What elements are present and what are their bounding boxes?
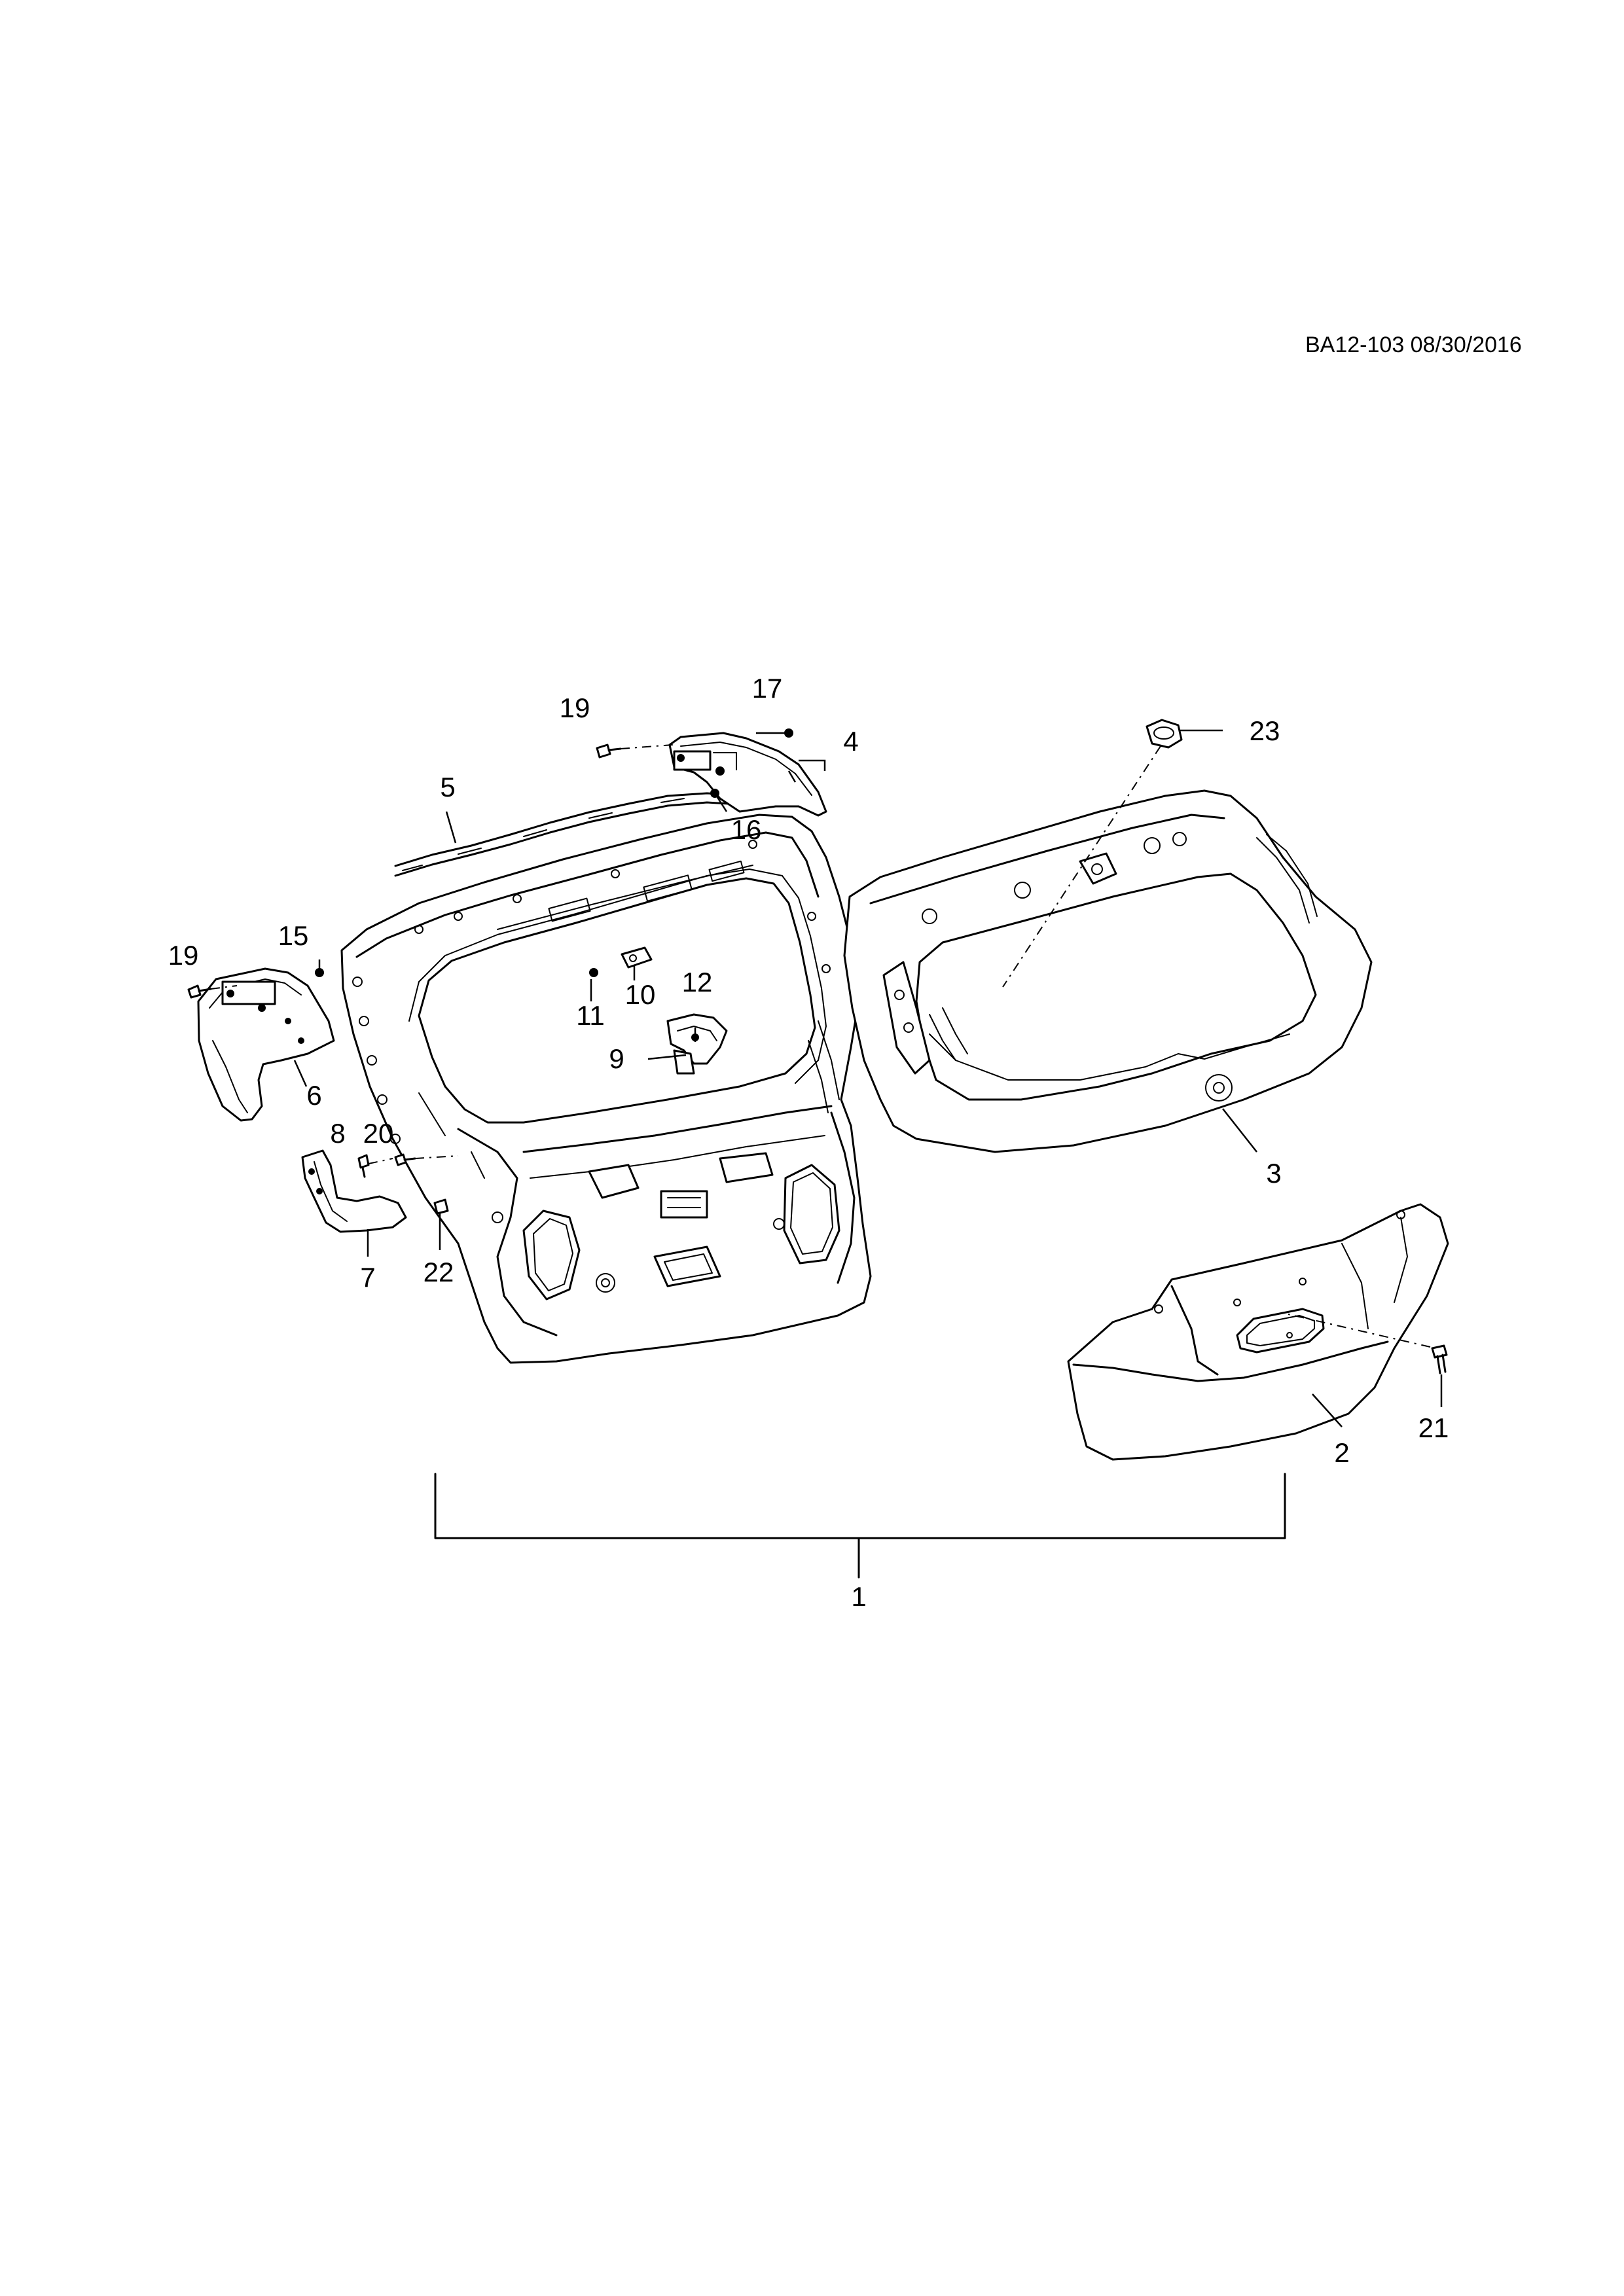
callout-23: 23 <box>1250 715 1280 746</box>
fastener-19-left <box>187 984 212 999</box>
assembly-line-23 <box>1002 745 1161 988</box>
fastener-20 <box>394 1153 416 1166</box>
callout-7: 7 <box>360 1262 375 1293</box>
fastener-23-nut <box>1146 719 1183 749</box>
callout-15: 15 <box>278 920 309 951</box>
callout-6: 6 <box>306 1080 321 1111</box>
part-11-pin <box>589 968 598 977</box>
part-2-lower-trim-panel <box>1067 1203 1449 1461</box>
callout-20: 20 <box>363 1118 394 1149</box>
assembly-line-20 <box>414 1155 459 1159</box>
callout-19-upper: 19 <box>560 692 590 723</box>
callout-19-left: 19 <box>168 940 199 971</box>
assembly-line-21 <box>1288 1314 1431 1348</box>
assembly-line-19-upper <box>620 744 674 749</box>
assembly-line-19-left <box>210 985 238 990</box>
callout-17: 17 <box>752 673 783 704</box>
assembly-bracket-1 <box>434 1473 1286 1579</box>
part-10-bracket <box>621 946 653 969</box>
fastener-8 <box>357 1154 370 1178</box>
part-6-hinge-bracket-left <box>197 967 335 1122</box>
part-7-lower-bracket <box>301 1149 407 1233</box>
part-4-hinge-bracket-right <box>668 732 827 817</box>
callout-10: 10 <box>625 979 656 1010</box>
fastener-22 <box>433 1198 449 1215</box>
callout-11: 11 <box>576 1000 605 1031</box>
callout-22: 22 <box>424 1257 454 1287</box>
document-code: BA12-103 08/30/2016 <box>1305 332 1522 357</box>
fastener-21 <box>1431 1344 1448 1374</box>
callout-3: 3 <box>1266 1158 1281 1189</box>
callout-12: 12 <box>682 967 713 997</box>
callout-5: 5 <box>440 772 455 802</box>
callout-9: 9 <box>609 1043 624 1074</box>
callout-1: 1 <box>851 1581 866 1612</box>
callout-8: 8 <box>330 1118 345 1149</box>
part-1-liftgate-frame <box>340 814 872 1364</box>
leader-lines <box>293 729 1443 1427</box>
callout-2: 2 <box>1334 1437 1349 1468</box>
fastener-19-upper <box>596 744 622 759</box>
assembly-line-8 <box>368 1158 393 1164</box>
callout-4: 4 <box>843 726 858 757</box>
callout-16: 16 <box>731 814 762 845</box>
callout-21: 21 <box>1418 1412 1449 1443</box>
part-3-inner-trim-panel <box>843 789 1373 1153</box>
